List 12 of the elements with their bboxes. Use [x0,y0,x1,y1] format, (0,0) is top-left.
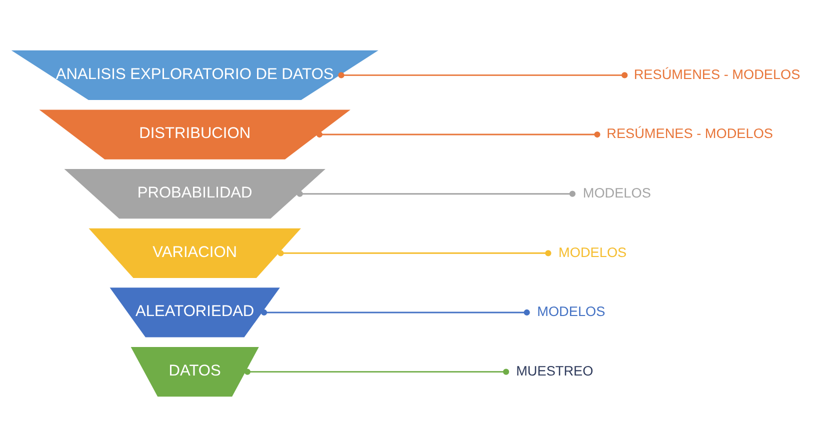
node-text: MUESTREO [516,363,594,378]
connector [244,368,510,375]
node-text: RESÚMENES - MODELOS [606,126,774,142]
node-text: MODELOS [582,185,651,200]
connector [296,190,576,197]
connector [316,131,600,138]
node-text: MODELOS [537,304,606,320]
connector [278,250,552,256]
connector [338,72,628,78]
node-text: MODELOS [558,244,627,260]
connector [261,309,530,316]
node-text: RESÚMENES - MODELOS [634,66,800,82]
